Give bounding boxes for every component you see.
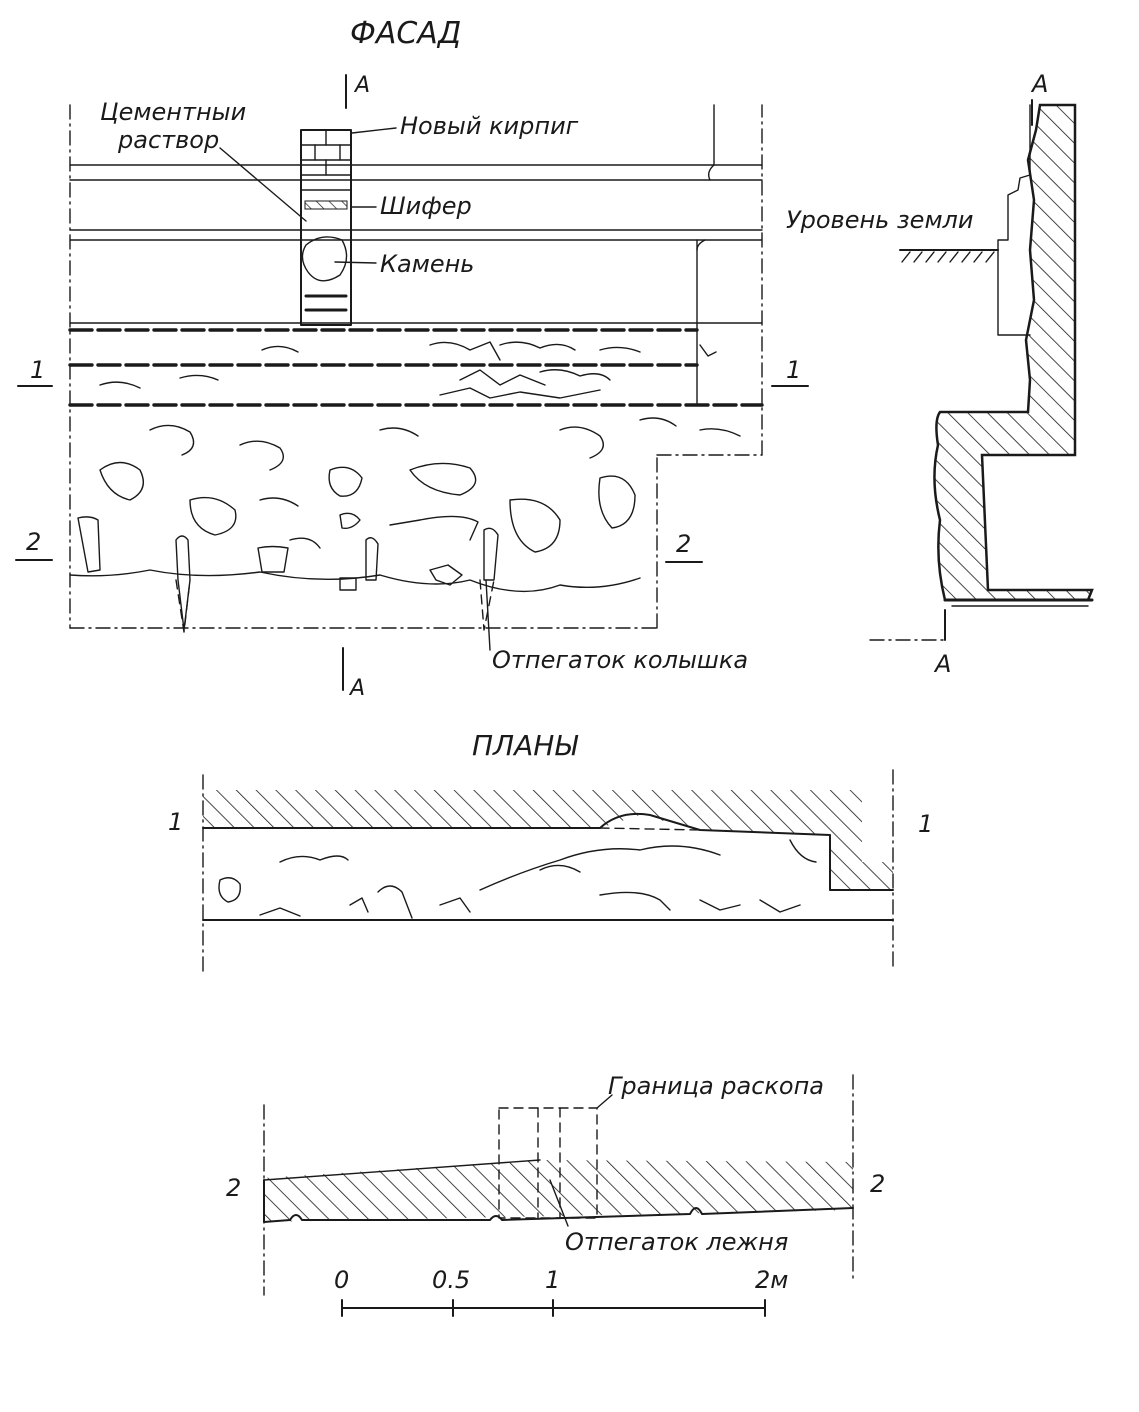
cut-2-left: 2 — [15, 528, 53, 561]
section-a-a-view: A A Уровень земли — [786, 70, 1094, 678]
rubble-foundation-texture — [69, 417, 741, 593]
label-cement-line1: Цементныи — [100, 98, 246, 126]
section-wall-face — [997, 104, 1031, 336]
label-ground-level: Уровень земли — [786, 206, 974, 234]
facade-view: ФАСАД A A — [15, 16, 809, 701]
label-stake-imprint: Отпегаток колышка — [492, 646, 748, 674]
cut-1-right: 1 — [771, 356, 809, 387]
svg-text:A: A — [353, 73, 370, 98]
brick-rows — [68, 328, 764, 407]
plans-view: ПЛАНЫ 1 1 — [168, 729, 933, 1296]
svg-text:2: 2 — [226, 1174, 241, 1202]
label-beam-imprint: Отпегаток лежня — [565, 1228, 788, 1256]
excavation-boundary — [498, 1107, 598, 1219]
plan-1-rubble — [218, 839, 817, 919]
scale-tick-0: 0 — [334, 1266, 349, 1294]
plan-1-wall-hatched — [203, 790, 893, 890]
svg-text:2: 2 — [676, 530, 691, 558]
stake-imprints — [77, 516, 499, 633]
section-mark-bottom: A — [933, 650, 951, 678]
rubble-band-texture — [99, 341, 717, 399]
label-cement-line2: раствор — [117, 126, 219, 154]
section-mark-top: A — [1030, 70, 1048, 98]
plan-2-2: 2 2 Граница раскопа Отпегаток лежня — [226, 1072, 885, 1296]
section-a-marker-bottom: A — [342, 647, 365, 701]
svg-text:1: 1 — [30, 356, 45, 384]
section-wall-hatched — [933, 103, 1094, 602]
svg-text:1: 1 — [918, 810, 933, 838]
label-slate: Шифер — [380, 192, 472, 220]
plan-1-1: 1 1 — [168, 769, 933, 976]
label-new-brick: Новый кирпиг — [400, 112, 579, 140]
svg-text:1: 1 — [168, 808, 183, 836]
scale-bar: 0 0.5 1 2м — [334, 1266, 788, 1317]
scale-tick-1: 1 — [545, 1266, 560, 1294]
svg-text:A: A — [348, 676, 365, 701]
svg-text:1: 1 — [786, 356, 801, 384]
label-excavation-boundary: Граница раскопа — [608, 1072, 824, 1100]
inspection-column — [300, 129, 352, 326]
section-a-marker-top: A — [345, 73, 370, 109]
svg-text:2: 2 — [26, 528, 41, 556]
cut-1-left: 1 — [17, 356, 53, 387]
cut-2-right: 2 — [665, 530, 703, 563]
wall-courses — [69, 104, 763, 406]
leader-lines — [219, 127, 491, 651]
facade-title: ФАСАД — [350, 16, 461, 51]
plan-2-wall-hatched — [264, 1160, 853, 1222]
plans-title: ПЛАНЫ — [472, 729, 578, 762]
scale-tick-2m: 2м — [755, 1266, 788, 1294]
svg-text:2: 2 — [870, 1170, 885, 1198]
scale-tick-0-5: 0.5 — [432, 1266, 470, 1294]
label-stone: Камень — [380, 250, 474, 278]
ground-hatch — [901, 251, 995, 263]
